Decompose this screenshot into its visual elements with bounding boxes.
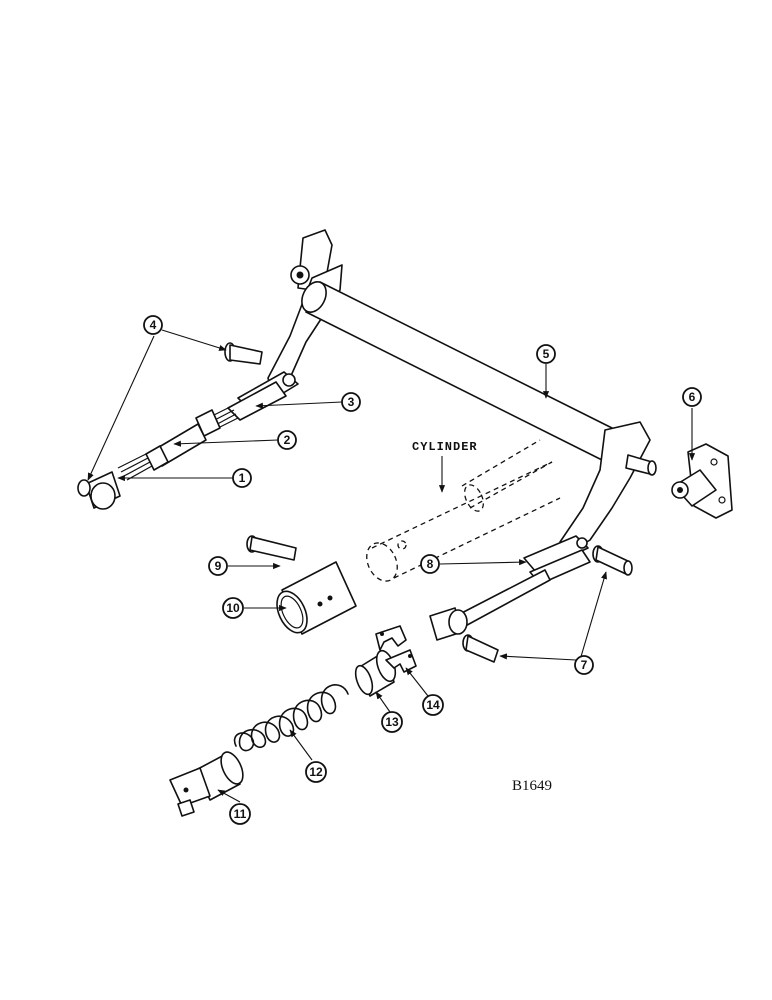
callout-9: 9 <box>208 556 228 576</box>
svg-text:7: 7 <box>581 658 588 672</box>
clevis-pins-right <box>462 545 633 663</box>
clevis-left <box>227 371 299 421</box>
callout-8: 8 <box>420 554 440 574</box>
svg-text:5: 5 <box>543 347 550 361</box>
svg-text:1: 1 <box>239 471 246 485</box>
clevis-pin-upper <box>224 342 263 365</box>
pin-9 <box>246 535 297 561</box>
svg-text:8: 8 <box>427 557 434 571</box>
leaders <box>87 329 696 803</box>
callout-5: 5 <box>536 344 556 364</box>
callout-3: 3 <box>341 392 361 412</box>
callout-10: 10 <box>222 597 244 619</box>
spring-12 <box>233 684 349 752</box>
svg-text:10: 10 <box>226 601 240 615</box>
svg-text:2: 2 <box>284 433 291 447</box>
svg-text:13: 13 <box>385 715 399 729</box>
svg-text:11: 11 <box>234 807 247 821</box>
link-rod-right <box>429 569 551 641</box>
tube-10 <box>276 561 357 635</box>
svg-text:9: 9 <box>215 559 222 573</box>
callout-6: 6 <box>682 387 702 407</box>
callout-2: 2 <box>277 430 297 450</box>
svg-text:4: 4 <box>150 318 157 332</box>
svg-text:3: 3 <box>348 395 355 409</box>
callout-11: 11 <box>229 803 251 825</box>
cylinder-label: CYLINDER <box>412 440 478 454</box>
clamp-14 <box>375 625 417 673</box>
spring-cup-11 <box>169 751 244 817</box>
callout-1: 1 <box>232 468 252 488</box>
rock-shaft <box>267 229 657 553</box>
collar-13 <box>354 649 397 697</box>
svg-text:14: 14 <box>426 698 440 712</box>
callout-12: 12 <box>305 761 327 783</box>
svg-text:6: 6 <box>689 390 696 404</box>
callout-13: 13 <box>381 711 403 733</box>
callout-4: 4 <box>143 315 163 335</box>
drawing-code: B1649 <box>512 778 552 794</box>
callout-7: 7 <box>574 655 594 675</box>
callouts: 1 2 3 4 5 6 7 8 9 10 11 12 13 14 <box>143 315 702 825</box>
callout-14: 14 <box>422 694 444 716</box>
mounting-bracket <box>671 443 733 519</box>
turnbuckle-assembly <box>77 405 239 510</box>
svg-text:12: 12 <box>309 765 323 779</box>
